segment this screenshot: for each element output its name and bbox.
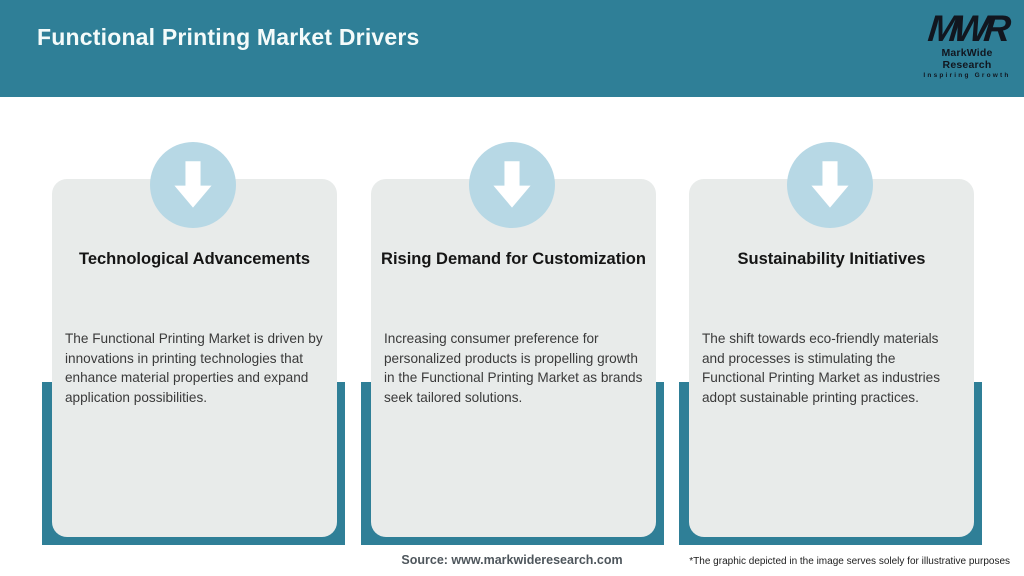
disclaimer-text: *The graphic depicted in the image serve… (689, 556, 1010, 567)
logo-company-name: MarkWide Research (941, 47, 993, 71)
driver-column-sustainability-initiatives: Sustainability Initiatives The shift tow… (679, 142, 982, 546)
driver-card: Sustainability Initiatives The shift tow… (689, 179, 974, 537)
driver-card: Rising Demand for Customization Increasi… (371, 179, 656, 537)
logo-tagline: Inspiring Growth (923, 72, 1011, 79)
card-title: Sustainability Initiatives (737, 250, 926, 268)
card-description: The Functional Printing Market is driven… (65, 331, 323, 405)
card-description: Increasing consumer preference for perso… (384, 331, 643, 405)
markwide-logo: MWR MarkWide Research Inspiring Growth (917, 8, 1017, 79)
arrow-down-icon (469, 142, 555, 228)
logo-mwr-monogram: MWR (926, 8, 1008, 49)
card-description: The shift towards eco-friendly materials… (702, 331, 940, 405)
driver-column-rising-demand-customization: Rising Demand for Customization Increasi… (361, 142, 664, 546)
arrow-down-icon (150, 142, 236, 228)
card-title: Rising Demand for Customization (381, 250, 646, 268)
source-text: Source: www.markwideresearch.com (401, 553, 623, 567)
driver-column-technological-advancements: Technological Advancements The Functiona… (42, 142, 345, 546)
header-bar: Functional Printing Market Drivers MWR M… (0, 0, 1024, 97)
driver-card: Technological Advancements The Functiona… (52, 179, 337, 537)
page-title: Functional Printing Market Drivers (37, 24, 420, 50)
card-title: Technological Advancements (78, 250, 311, 268)
arrow-down-icon (787, 142, 873, 228)
